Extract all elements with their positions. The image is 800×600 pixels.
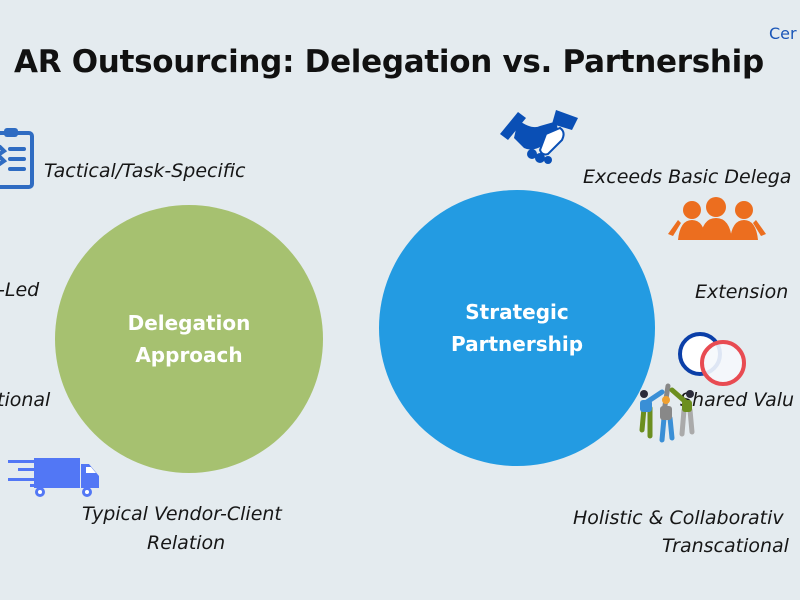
label-relation: Relation [147,532,226,554]
label-vendor-client: Typical Vendor-Client [82,503,282,525]
team-icon [668,197,766,240]
handshake-icon [500,110,578,164]
label-shared-values: Shared Valu [680,389,795,411]
label-tional: tional [0,389,51,411]
label-holistic: Holistic & Collaborativ [573,507,784,529]
page-title: AR Outsourcing: Delegation vs. Partnersh… [14,44,764,80]
celebrating-people-icon [639,383,695,443]
partnership-line2: Partnership [450,332,584,356]
overlapping-circles-icon [678,332,746,386]
delegation-line2: Approach [135,343,243,367]
label-led: -Led [0,279,40,301]
clipboard-icon [0,128,34,189]
label-transcational: Transcational [662,535,789,557]
label-extension: Extension [695,281,789,303]
label-exceeds: Exceeds Basic Delega [583,166,792,188]
delegation-approach-circle: Delegation Approach [55,205,323,473]
delegation-line1: Delegation [127,311,251,335]
strategic-partnership-circle: Strategic Partnership [379,190,655,466]
label-tactical: Tactical/Task-Specific [44,160,246,182]
partnership-line1: Strategic [465,300,569,324]
delivery-truck-icon [8,458,99,497]
corner-link[interactable]: Cer [769,24,797,43]
